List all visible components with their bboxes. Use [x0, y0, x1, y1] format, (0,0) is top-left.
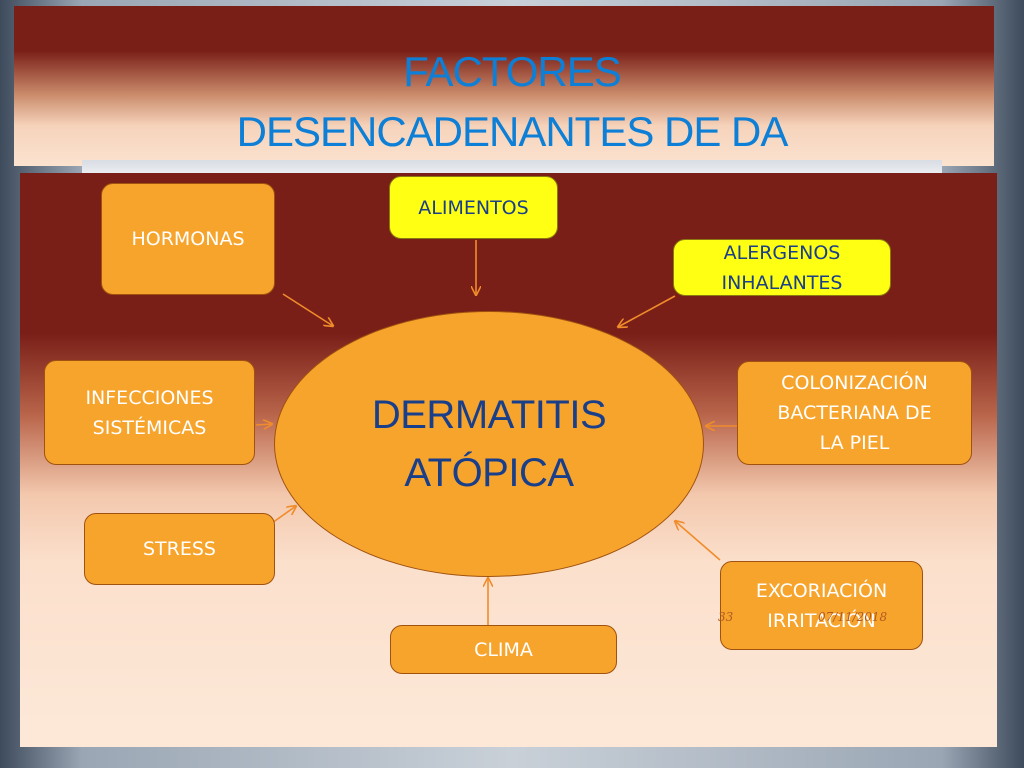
factor-hormonas: HORMONAS [101, 183, 275, 295]
arrow-alergenos [618, 295, 676, 327]
slide-page-number: 33 [718, 610, 734, 624]
factor-colonizacion-bacteriana: COLONIZACIÓN BACTERIANA DE LA PIEL [737, 361, 972, 465]
factor-clima: CLIMA [390, 625, 617, 674]
slide-title-line-1: FACTORES [403, 48, 622, 95]
slide-date: 07/11/2018 [818, 610, 888, 624]
factor-alimentos: ALIMENTOS [389, 176, 558, 239]
factor-stress: STRESS [84, 513, 275, 585]
factor-infecciones-sistemicas: INFECCIONES SISTÉMICAS [44, 360, 255, 465]
factor-excoriacion-irritacion: EXCORIACIÓN IRRITACIÓN [720, 561, 923, 650]
arrow-stress [271, 506, 296, 524]
center-node-dermatitis: DERMATITIS ATÓPICA [274, 311, 704, 577]
title-shadow [82, 160, 942, 176]
arrow-hormonas [282, 293, 333, 326]
arrow-excoriacion [675, 521, 721, 561]
title-panel [14, 6, 994, 166]
arrow-infecciones [255, 424, 272, 425]
slide-title-line-2: DESENCADENANTES DE DA [236, 108, 789, 155]
factor-alergenos-inhalantes: ALERGENOS INHALANTES [673, 239, 891, 296]
